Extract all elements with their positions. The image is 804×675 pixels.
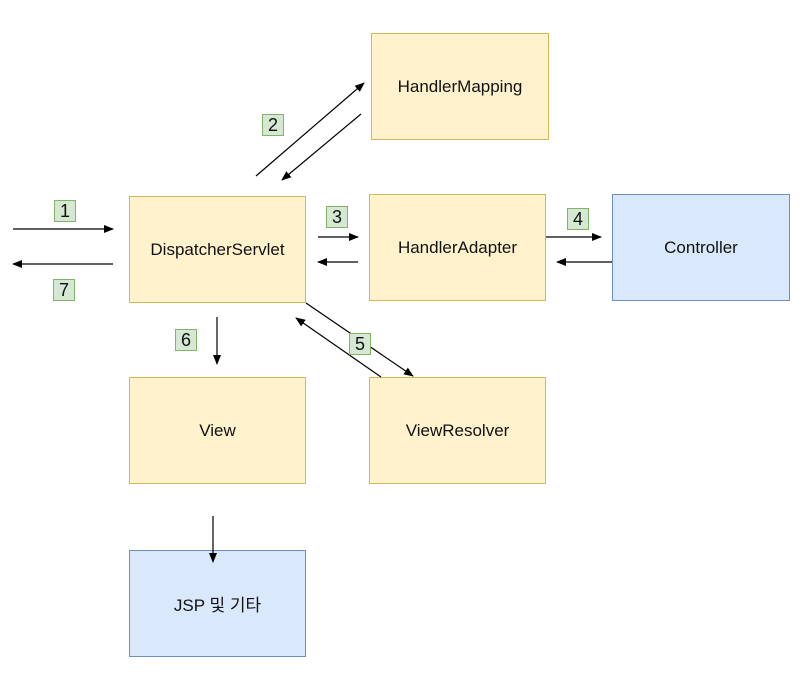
handler-adapter-box: HandlerAdapter xyxy=(369,194,546,301)
jsp-box: JSP 및 기타 xyxy=(129,550,306,657)
view-resolver-box: ViewResolver xyxy=(369,377,546,484)
step-label-3: 3 xyxy=(326,206,348,228)
dispatcher-servlet-box: DispatcherServlet xyxy=(129,196,306,303)
step-label-1: 1 xyxy=(54,200,76,222)
arrow-from-handler-mapping xyxy=(281,113,362,181)
dispatcher-servlet-label: DispatcherServlet xyxy=(150,239,285,259)
step-label-7: 7 xyxy=(53,279,75,301)
step-label-2: 2 xyxy=(262,114,284,136)
view-resolver-label: ViewResolver xyxy=(405,420,510,440)
jsp-label: JSP 및 기타 xyxy=(173,596,262,615)
step-label-4: 4 xyxy=(567,208,589,230)
view-box: View xyxy=(129,377,306,484)
controller-box: Controller xyxy=(612,194,790,301)
step-label-6: 6 xyxy=(175,329,197,351)
step-label-5: 5 xyxy=(349,333,371,355)
handler-mapping-box: HandlerMapping xyxy=(371,33,549,140)
handler-adapter-label: HandlerAdapter xyxy=(397,237,518,257)
controller-label: Controller xyxy=(664,237,738,257)
view-label: View xyxy=(199,420,236,440)
handler-mapping-label: HandlerMapping xyxy=(397,76,523,96)
